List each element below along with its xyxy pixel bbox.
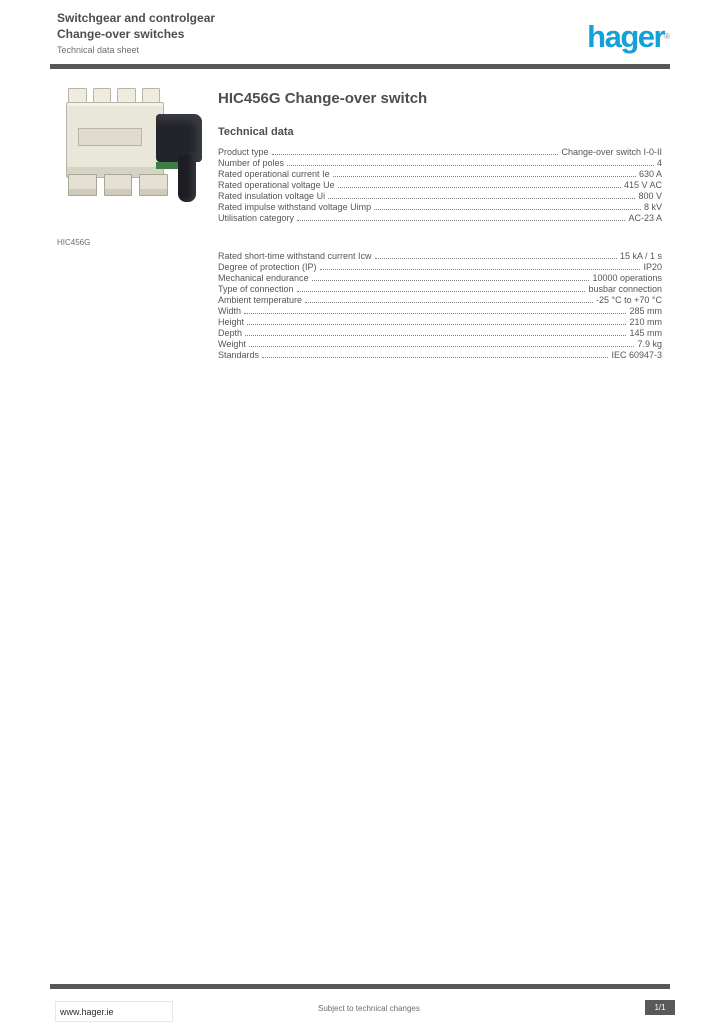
dotted-leader: [245, 335, 627, 336]
spec-label: Rated short-time withstand current Icw: [218, 251, 372, 261]
spec-list-group-a: Product type Change-over switch I-0-II N…: [218, 147, 662, 224]
dotted-leader: [319, 269, 641, 270]
spec-row: Mechanical endurance 10000 operations: [218, 273, 662, 284]
page-number-badge: 1/1: [645, 1000, 675, 1015]
dotted-leader: [247, 324, 627, 325]
registered-mark: ®: [664, 32, 670, 41]
dotted-leader: [271, 154, 559, 155]
spec-label: Height: [218, 317, 245, 327]
website-box: www.hager.ie: [55, 1001, 173, 1022]
spec-label: Weight: [218, 339, 246, 349]
spec-row: Rated operational voltage Ue 415 V AC: [218, 180, 662, 191]
spec-value: 7.9 kg: [637, 339, 662, 349]
spec-value: busbar connection: [588, 284, 662, 294]
spec-row: Weight 7.9 kg: [218, 339, 662, 350]
spec-row: Depth 145 mm: [218, 328, 662, 339]
spec-label: Number of poles: [218, 158, 285, 168]
dotted-leader: [248, 346, 635, 347]
header-rule: [50, 64, 670, 69]
spec-value: 145 mm: [629, 328, 662, 338]
dotted-leader: [297, 220, 626, 221]
dotted-leader: [374, 258, 617, 259]
header-line-1: Switchgear and controlgear: [57, 11, 216, 25]
spec-value: IP20: [643, 262, 662, 272]
spec-label: Degree of protection (IP): [218, 262, 317, 272]
photo-bottom-terminals: [68, 174, 169, 196]
website-link[interactable]: www.hager.ie: [60, 1006, 114, 1017]
header-line-2: Change-over switches: [57, 27, 185, 41]
spec-row: Product type Change-over switch I-0-II: [218, 147, 662, 158]
header-block: Switchgear and controlgear Change-over s…: [57, 11, 417, 55]
dotted-leader: [305, 302, 594, 303]
product-reference-caption: HIC456G: [57, 238, 91, 247]
spec-label: Product type: [218, 147, 269, 157]
spec-label: Rated insulation voltage Ui: [218, 191, 326, 201]
spec-value: 630 A: [638, 169, 662, 179]
spec-row: Ambient temperature -25 °C to +70 °C: [218, 295, 662, 306]
spec-value: 8 kV: [643, 202, 662, 212]
spec-row: Number of poles 4: [218, 158, 662, 169]
spec-label: Ambient temperature: [218, 295, 303, 305]
spec-label: Depth: [218, 328, 243, 338]
dotted-leader: [374, 209, 641, 210]
spec-value: 285 mm: [629, 306, 662, 316]
spec-row: Standards IEC 60947-3: [218, 350, 662, 361]
spec-row: Utilisation category AC-23 A: [218, 213, 662, 224]
product-image: [60, 86, 205, 208]
spec-section-heading: Technical data: [218, 126, 294, 138]
page-title: HIC456G Change-over switch: [218, 90, 428, 107]
photo-pcb: [156, 162, 182, 169]
spec-row: Rated short-time withstand current Icw 1…: [218, 251, 662, 262]
photo-label-plate: [78, 128, 142, 146]
photo-handle-arm: [178, 152, 196, 202]
spec-value: 15 kA / 1 s: [619, 251, 662, 261]
spec-value: 415 V AC: [623, 180, 662, 190]
spec-label: Utilisation category: [218, 213, 295, 223]
spec-value: 210 mm: [629, 317, 662, 327]
dotted-leader: [244, 313, 627, 314]
spec-row: Rated operational current Ie 630 A: [218, 169, 662, 180]
spec-label: Rated operational current Ie: [218, 169, 330, 179]
hager-logo: hager®: [587, 19, 670, 54]
spec-value: IEC 60947-3: [611, 350, 662, 360]
spec-row: Degree of protection (IP) IP20: [218, 262, 662, 273]
spec-row: Height 210 mm: [218, 317, 662, 328]
dotted-leader: [328, 198, 636, 199]
spec-label: Width: [218, 306, 242, 316]
header-line-3: Technical data sheet: [57, 45, 140, 55]
spec-value: -25 °C to +70 °C: [596, 295, 662, 305]
spec-label: Standards: [218, 350, 260, 360]
spec-row: Rated impulse withstand voltage Uimp 8 k…: [218, 202, 662, 213]
dotted-leader: [337, 187, 621, 188]
dotted-leader: [311, 280, 590, 281]
dotted-leader: [332, 176, 636, 177]
spec-label: Rated operational voltage Ue: [218, 180, 335, 190]
spec-value: 10000 operations: [592, 273, 662, 283]
spec-value: Change-over switch I-0-II: [561, 147, 662, 157]
dotted-leader: [287, 165, 654, 166]
spec-label: Type of connection: [218, 284, 294, 294]
footer-note: Subject to technical changes: [318, 1004, 420, 1013]
spec-value: 800 V: [638, 191, 662, 201]
footer-rule: [50, 984, 670, 989]
spec-row: Rated insulation voltage Ui 800 V: [218, 191, 662, 202]
spec-row: Width 285 mm: [218, 306, 662, 317]
hager-logo-text: hager: [587, 19, 665, 54]
spec-value: 4: [656, 158, 662, 168]
spec-list-group-b: Rated short-time withstand current Icw 1…: [218, 251, 662, 361]
spec-label: Rated impulse withstand voltage Uimp: [218, 202, 372, 212]
spec-row: Type of connection busbar connection: [218, 284, 662, 295]
dotted-leader: [262, 357, 609, 358]
spec-value: AC-23 A: [628, 213, 662, 223]
spec-label: Mechanical endurance: [218, 273, 309, 283]
dotted-leader: [296, 291, 586, 292]
